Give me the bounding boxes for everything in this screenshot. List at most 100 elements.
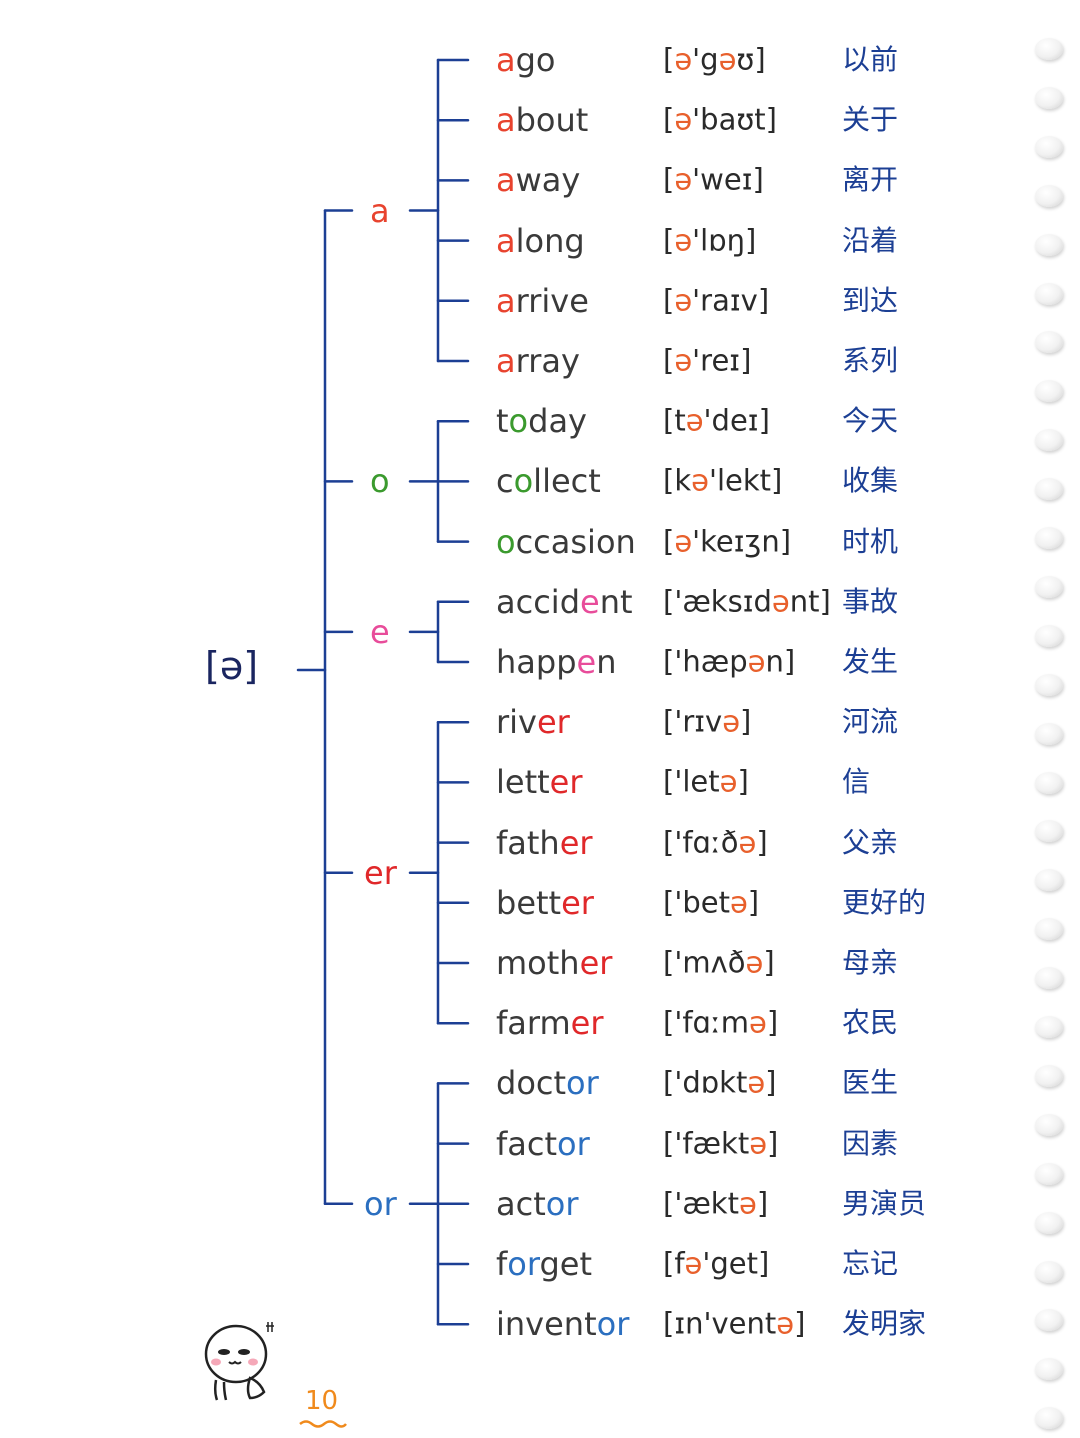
word-highlight: er bbox=[561, 884, 594, 922]
word-part: rray bbox=[516, 342, 580, 380]
word-letter: letter bbox=[496, 766, 583, 798]
binding-ring bbox=[1035, 1114, 1063, 1136]
ipa-collect: [kə'lekt] bbox=[663, 467, 782, 496]
word-factor: factor bbox=[496, 1128, 590, 1160]
word-array: array bbox=[496, 345, 580, 377]
binding-ring bbox=[1035, 772, 1063, 794]
meaning-better: 更好的 bbox=[842, 889, 926, 917]
meaning-accident: 事故 bbox=[842, 588, 898, 616]
page-number-underline bbox=[298, 1418, 348, 1430]
ipa-array: [ə'reɪ] bbox=[663, 347, 751, 376]
word-part: act bbox=[496, 1185, 546, 1223]
binding-ring bbox=[1035, 1016, 1063, 1038]
binding-ring bbox=[1035, 478, 1063, 500]
meaning-collect: 收集 bbox=[842, 467, 898, 495]
mascot-doodle-icon bbox=[198, 1318, 293, 1413]
word-part: n bbox=[596, 643, 616, 681]
meaning-mother: 母亲 bbox=[842, 949, 898, 977]
word-part: bett bbox=[496, 884, 561, 922]
ipa-forget: [fə'get] bbox=[663, 1250, 769, 1279]
group-label-er: er bbox=[364, 857, 397, 889]
word-accident: accident bbox=[496, 586, 633, 618]
word-along: along bbox=[496, 225, 585, 257]
page-number: 10 bbox=[305, 1386, 338, 1416]
ipa-better: ['betə] bbox=[663, 888, 759, 917]
word-part: fact bbox=[496, 1125, 557, 1163]
word-highlight: o bbox=[496, 523, 516, 561]
word-highlight: a bbox=[496, 282, 516, 320]
word-part: accid bbox=[496, 583, 580, 621]
meaning-river: 河流 bbox=[842, 708, 898, 736]
word-better: better bbox=[496, 887, 594, 919]
binding-ring bbox=[1035, 723, 1063, 745]
word-actor: actor bbox=[496, 1188, 578, 1220]
word-part: llect bbox=[533, 462, 601, 500]
word-highlight: er bbox=[580, 944, 613, 982]
word-mother: mother bbox=[496, 947, 612, 979]
meaning-array: 系列 bbox=[842, 347, 898, 375]
word-highlight: or bbox=[566, 1064, 599, 1102]
ipa-letter: ['letə] bbox=[663, 768, 749, 797]
ipa-actor: ['æktə] bbox=[663, 1189, 768, 1218]
word-part: happ bbox=[496, 643, 577, 681]
group-label-a: a bbox=[370, 195, 390, 227]
ipa-mother: ['mʌðə] bbox=[663, 949, 775, 978]
meaning-about: 关于 bbox=[842, 106, 898, 134]
ipa-accident: ['æksɪdənt] bbox=[663, 587, 831, 616]
ipa-father: ['fɑːðə] bbox=[663, 828, 768, 857]
binding-ring bbox=[1035, 283, 1063, 305]
word-part: fath bbox=[496, 824, 560, 862]
meaning-letter: 信 bbox=[842, 768, 870, 796]
meaning-doctor: 医生 bbox=[842, 1069, 898, 1097]
meaning-today: 今天 bbox=[842, 407, 898, 435]
meaning-occasion: 时机 bbox=[842, 528, 898, 556]
group-label-e: e bbox=[370, 616, 390, 648]
word-highlight: e bbox=[580, 583, 600, 621]
word-arrive: arrive bbox=[496, 285, 589, 317]
meaning-happen: 发生 bbox=[842, 648, 898, 676]
word-highlight: er bbox=[571, 1004, 604, 1042]
word-highlight: er bbox=[537, 703, 570, 741]
meaning-arrive: 到达 bbox=[842, 287, 898, 315]
word-part: moth bbox=[496, 944, 580, 982]
ipa-happen: ['hæpən] bbox=[663, 648, 795, 677]
binding-ring bbox=[1035, 674, 1063, 696]
word-highlight: a bbox=[496, 101, 516, 139]
group-label-or: or bbox=[364, 1188, 397, 1220]
word-part: doct bbox=[496, 1064, 566, 1102]
meaning-father: 父亲 bbox=[842, 829, 898, 857]
word-farmer: farmer bbox=[496, 1007, 603, 1039]
word-highlight: or bbox=[557, 1125, 590, 1163]
ipa-occasion: [ə'keɪʒn] bbox=[663, 527, 791, 556]
word-part: f bbox=[496, 1245, 507, 1283]
word-about: about bbox=[496, 104, 588, 136]
word-away: away bbox=[496, 164, 580, 196]
binding-ring bbox=[1035, 527, 1063, 549]
meaning-ago: 以前 bbox=[842, 46, 898, 74]
binding-ring bbox=[1035, 185, 1063, 207]
binding-ring bbox=[1035, 1212, 1063, 1234]
word-collect: collect bbox=[496, 465, 601, 497]
word-part: get bbox=[539, 1245, 592, 1283]
meaning-farmer: 农民 bbox=[842, 1009, 898, 1037]
binding-ring bbox=[1035, 38, 1063, 60]
word-part: way bbox=[516, 161, 581, 199]
word-highlight: a bbox=[496, 222, 516, 260]
word-part: go bbox=[516, 41, 556, 79]
word-occasion: occasion bbox=[496, 526, 636, 558]
ipa-doctor: ['dɒktə] bbox=[663, 1069, 777, 1098]
word-forget: forget bbox=[496, 1248, 592, 1280]
binding-ring bbox=[1035, 1065, 1063, 1087]
meaning-along: 沿着 bbox=[842, 227, 898, 255]
binding-ring bbox=[1035, 625, 1063, 647]
word-happen: happen bbox=[496, 646, 616, 678]
word-highlight: or bbox=[597, 1305, 630, 1343]
binding-ring bbox=[1035, 576, 1063, 598]
word-ago: ago bbox=[496, 44, 556, 76]
meaning-away: 离开 bbox=[842, 166, 898, 194]
meaning-inventor: 发明家 bbox=[842, 1310, 926, 1338]
word-highlight: a bbox=[496, 161, 516, 199]
binding-ring bbox=[1035, 1261, 1063, 1283]
binding-ring bbox=[1035, 87, 1063, 109]
binding-ring bbox=[1035, 967, 1063, 989]
